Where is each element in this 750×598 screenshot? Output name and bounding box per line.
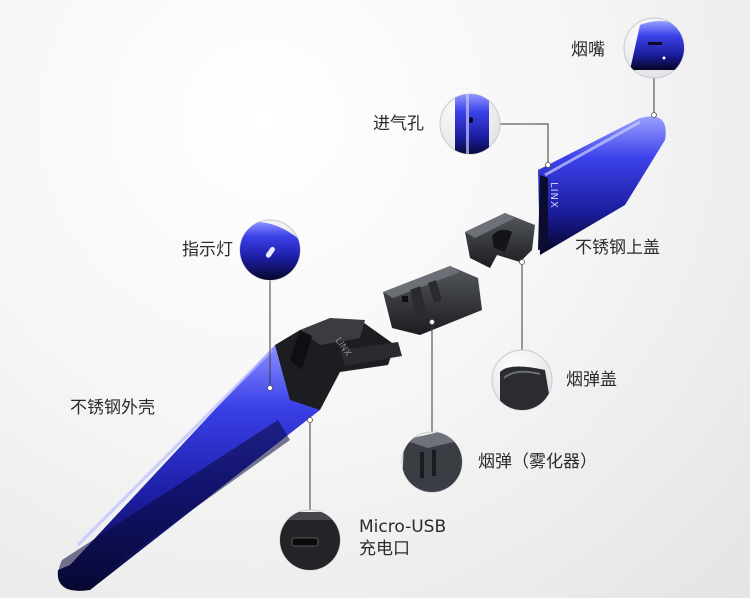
leader-lines xyxy=(269,78,655,510)
label-usb-port: Micro-USB 充电口 xyxy=(359,516,446,560)
label-usb-line2: 充电口 xyxy=(359,539,410,559)
top-cap xyxy=(538,116,666,255)
pod-cap xyxy=(465,213,535,268)
detail-air-hole xyxy=(439,93,501,155)
detail-mouthpiece xyxy=(623,17,685,79)
cap-brand-text: LINX xyxy=(548,182,559,209)
detail-pod xyxy=(401,431,463,493)
detail-indicator xyxy=(239,219,301,281)
label-pod: 烟弹（雾化器） xyxy=(478,452,597,472)
detail-usb xyxy=(279,509,341,571)
outer-shell xyxy=(57,345,321,591)
label-mouthpiece: 烟嘴 xyxy=(571,40,605,60)
label-outer-shell: 不锈钢外壳 xyxy=(70,398,155,418)
leader-dots xyxy=(267,112,657,423)
leader-air-hole xyxy=(500,123,549,165)
pod xyxy=(383,266,482,335)
label-pod-cap: 烟弹盖 xyxy=(566,370,617,390)
label-top-cap: 不锈钢上盖 xyxy=(575,238,660,258)
detail-pod-cap xyxy=(491,349,553,411)
label-air-hole: 进气孔 xyxy=(373,114,424,134)
inner-frame xyxy=(275,318,402,410)
label-usb-line1: Micro-USB xyxy=(359,517,447,537)
label-indicator: 指示灯 xyxy=(182,240,233,260)
